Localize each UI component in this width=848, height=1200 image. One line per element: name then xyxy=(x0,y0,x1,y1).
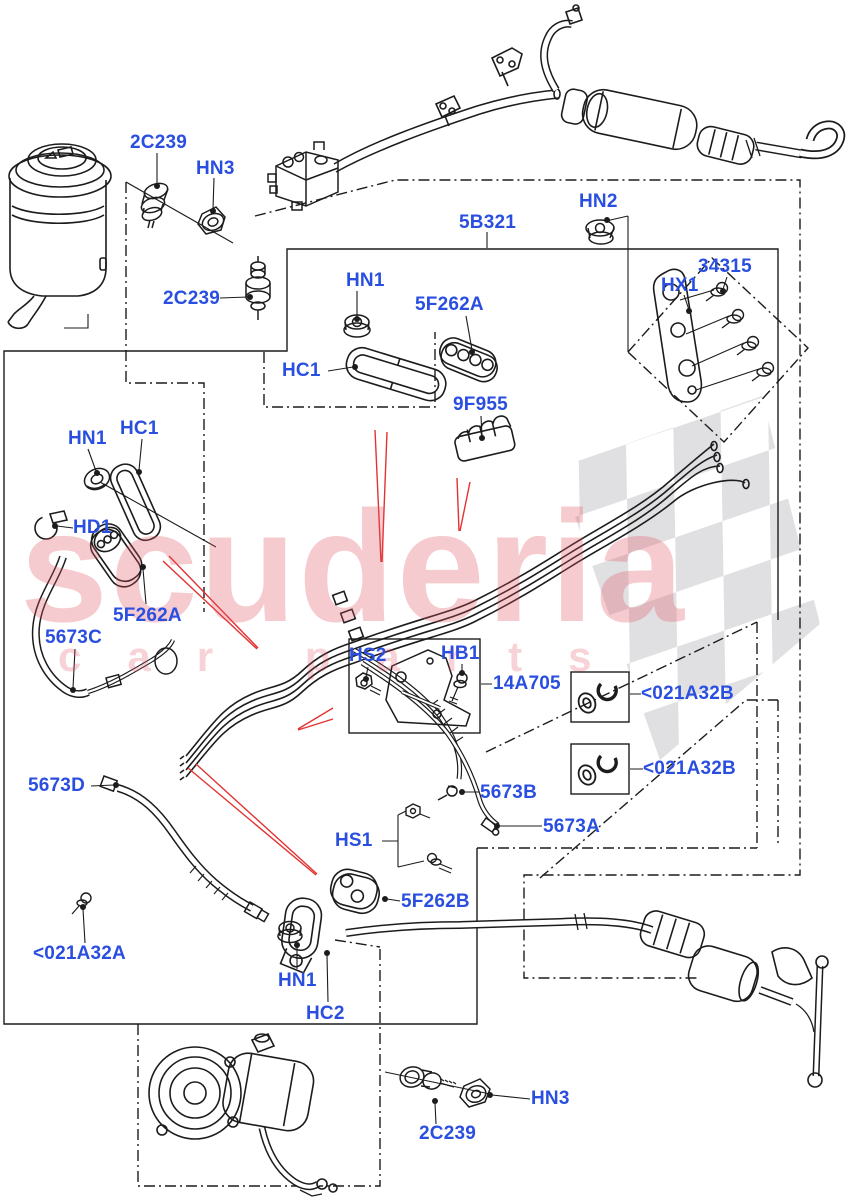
part-label-hb1: HB1 xyxy=(441,643,480,664)
part-label-hs1: HS1 xyxy=(335,830,373,851)
fluid-reservoir xyxy=(7,143,112,330)
strap-hc1-top xyxy=(345,346,447,402)
part-label-5673c: 5673C xyxy=(45,627,102,648)
bolt-021a32a xyxy=(71,892,92,915)
bushing-2c239-top xyxy=(140,182,169,229)
nut-hn3-bottom xyxy=(459,1078,491,1108)
part-label-34315: 34315 xyxy=(698,256,752,277)
nut-hn1-top xyxy=(343,314,371,338)
part-label-hn1-bottom: HN1 xyxy=(278,970,317,991)
part-label-hn3-bottom: HN3 xyxy=(531,1088,570,1109)
part-label-hn1-left: HN1 xyxy=(68,428,107,449)
hx1-bracket xyxy=(652,268,703,403)
hose-5673c xyxy=(31,555,178,699)
label-leaders xyxy=(52,153,728,1125)
part-label-5f262b: 5F262B xyxy=(401,891,470,912)
grommet-hn1-left xyxy=(83,467,111,491)
clamp-5f262a-left xyxy=(89,523,143,588)
part-label-2c239-top: 2C239 xyxy=(130,132,187,153)
bushing-2c239-mid xyxy=(245,256,271,320)
seal-box-1 xyxy=(570,671,630,723)
part-label-021a32a: <021A32A xyxy=(33,943,126,964)
part-label-2c239-mid: 2C239 xyxy=(163,288,220,309)
part-label-hc2: HC2 xyxy=(306,1003,345,1024)
seal-box-2 xyxy=(570,743,630,795)
checker-flag-watermark xyxy=(558,396,820,760)
clamp-5f262a-top xyxy=(439,337,498,383)
part-label-5673a: 5673A xyxy=(543,816,600,837)
part-label-2c239-bottom: 2C239 xyxy=(419,1123,476,1144)
clip-hd1 xyxy=(34,510,69,540)
steering-gear-bottom xyxy=(345,910,829,1088)
part-label-14a705: 14A705 xyxy=(493,673,561,694)
part-label-hc1-top: HC1 xyxy=(282,360,321,381)
steering-gear-top xyxy=(434,4,846,165)
part-label-hx1: HX1 xyxy=(661,275,699,296)
bolts-34315 xyxy=(679,281,775,391)
part-label-5673d: 5673D xyxy=(28,775,85,796)
part-label-5f262a-left: 5F262A xyxy=(113,605,182,626)
construction-lines xyxy=(3,179,809,1187)
strap-hc1-left xyxy=(99,463,217,548)
part-label-5673b: 5673B xyxy=(480,782,537,803)
power-steering-pump xyxy=(148,1032,338,1197)
clip-5673b xyxy=(437,785,458,801)
part-label-9f955: 9F955 xyxy=(453,394,508,415)
hs2-bolt xyxy=(355,672,382,696)
bracket-box-14a705 xyxy=(348,638,481,734)
hose-5673d xyxy=(99,775,270,923)
bushing-2c239-bottom xyxy=(384,1066,491,1095)
part-label-hd1: HD1 xyxy=(73,517,112,538)
steering-valve xyxy=(267,105,481,211)
fitting-5673a xyxy=(480,816,500,836)
part-label-hn2: HN2 xyxy=(579,191,618,212)
part-label-5b321: 5B321 xyxy=(459,212,516,233)
part-label-021a32b-1: <021A32B xyxy=(641,683,734,704)
hn2-nut xyxy=(585,219,615,245)
part-label-021a32b-2: <021A32B xyxy=(643,758,736,779)
part-label-hs2: HS2 xyxy=(349,645,387,666)
part-label-5f262a-top: 5F262A xyxy=(415,294,484,315)
part-label-hn1-top: HN1 xyxy=(346,270,385,291)
nut-hn1-bottom xyxy=(277,920,303,944)
part-label-hc1-left: HC1 xyxy=(120,418,159,439)
block-5f262b xyxy=(329,868,380,915)
hs1-bolts xyxy=(405,803,453,874)
red-leader-lines xyxy=(162,429,471,876)
seals-021a32b xyxy=(577,682,618,786)
part-label-hn3-top: HN3 xyxy=(196,158,235,179)
pipe-bundle xyxy=(179,440,750,781)
